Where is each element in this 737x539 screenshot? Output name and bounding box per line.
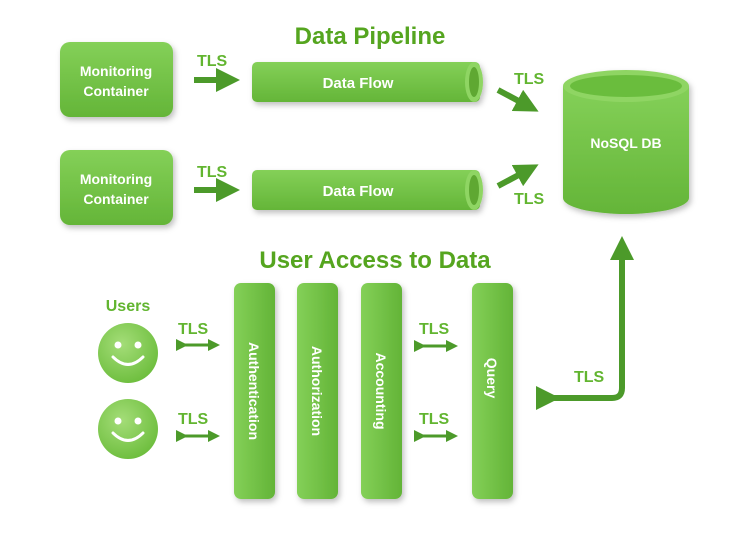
tls-label-flow-2: TLS <box>197 164 228 181</box>
tls-label-db-2: TLS <box>514 191 545 208</box>
data-flow-label-1: Data Flow <box>323 75 394 92</box>
data-flow-pipe-1 <box>252 62 483 102</box>
monitoring-container-2 <box>60 150 173 225</box>
authorization-label: Authorization <box>309 346 325 436</box>
query-label: Query <box>484 358 500 399</box>
nosql-db-cylinder <box>563 70 689 214</box>
tls-label-user-2: TLS <box>178 411 209 428</box>
users-label: Users <box>106 298 151 315</box>
tls-label-db-1: TLS <box>514 71 545 88</box>
arrow-flow-2-to-db <box>496 164 539 189</box>
container-1-line1: Monitoring <box>80 63 152 79</box>
tls-label-flow-1: TLS <box>197 53 228 70</box>
nosql-db-label: NoSQL DB <box>590 135 661 151</box>
container-2-line2: Container <box>83 191 149 207</box>
data-flow-label-2: Data Flow <box>323 183 394 200</box>
tls-label-query-1: TLS <box>419 321 450 338</box>
access-title: User Access to Data <box>259 247 491 274</box>
authorization-column <box>297 283 338 499</box>
authentication-label: Authentication <box>246 342 262 440</box>
monitoring-container-1 <box>60 42 173 117</box>
query-column <box>472 283 513 499</box>
container-2-line1: Monitoring <box>80 171 152 187</box>
smiley-face-icon <box>98 323 158 383</box>
accounting-column <box>361 283 402 499</box>
smiley-face-icon <box>98 399 158 459</box>
arrow-flow-1-to-db <box>496 87 539 112</box>
container-1-line2: Container <box>83 83 149 99</box>
pipeline-title: Data Pipeline <box>295 23 446 50</box>
authentication-column <box>234 283 275 499</box>
accounting-label: Accounting <box>373 353 389 430</box>
tls-label-query-2: TLS <box>419 411 450 428</box>
tls-label-query-db: TLS <box>574 369 605 386</box>
data-flow-pipe-2 <box>252 170 483 210</box>
arrow-query-db-connector <box>536 236 634 410</box>
tls-label-user-1: TLS <box>178 321 209 338</box>
